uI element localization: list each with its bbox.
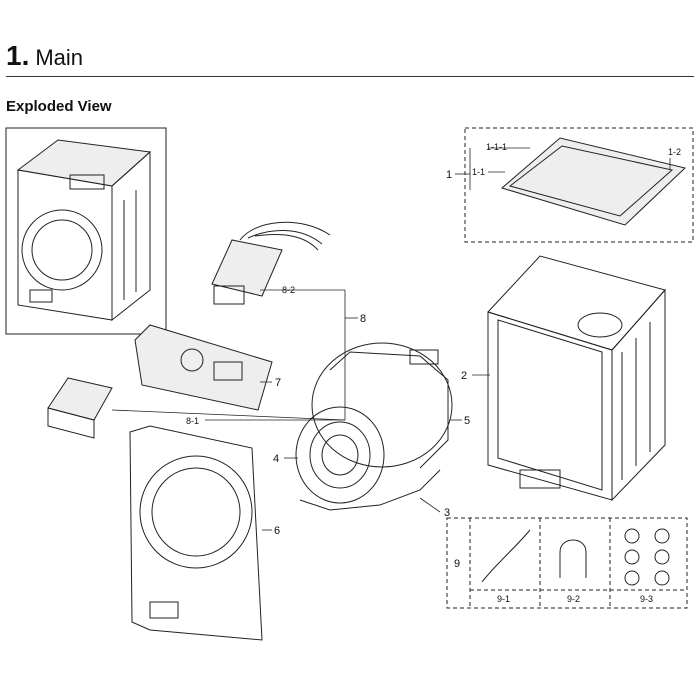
accessory-cap (654, 528, 670, 544)
inset-drain-cover (29, 289, 53, 303)
cabinet-side-panel (611, 288, 666, 502)
label-2: 2 (461, 370, 467, 382)
accessory-cap (624, 549, 640, 565)
cabinet-top-opening (487, 255, 666, 351)
tub-base-rim (299, 469, 441, 511)
top-plate-inner (508, 145, 674, 217)
part-7-control-panel (134, 324, 273, 411)
front-panel-filter-cover (149, 601, 179, 619)
front-panel-door-opening (139, 455, 253, 569)
heading-rule (6, 76, 694, 77)
tub-hose-fitting (409, 349, 439, 365)
part-5-tub-assembly (311, 342, 462, 469)
cabinet-base-rail (519, 469, 561, 489)
top-plate (500, 137, 687, 226)
label-1-1-1: 1-1-1 (486, 142, 507, 152)
tub-outer (311, 342, 453, 468)
label-9-3: 9-3 (640, 594, 653, 604)
accessory-cap (624, 528, 640, 544)
inset-side (111, 150, 151, 322)
dispenser-drawer-front (47, 407, 95, 439)
part-8-wiring-pcb (211, 221, 358, 420)
label-1: 1 (446, 169, 452, 181)
front-panel-body (129, 425, 263, 641)
section-title: Main (35, 45, 84, 70)
part-1-top-plate-group (455, 127, 694, 243)
inset-control-panel (69, 174, 105, 190)
part-6-front-panel (129, 425, 272, 641)
part-2-cabinet (472, 255, 666, 502)
part-9-accessories (446, 517, 688, 609)
exploded-view-subtitle: Exploded View (6, 98, 112, 115)
pcb-board (211, 239, 283, 297)
drum-mesh (309, 421, 371, 489)
label-8: 8 (360, 313, 366, 325)
part-3-tub-base (299, 469, 441, 513)
accessory-cap (624, 570, 640, 586)
inset-door-inner (31, 219, 93, 281)
section-number: 1. (6, 40, 30, 71)
accessory-cap (654, 570, 670, 586)
drum-front-ring (295, 406, 385, 504)
section-heading: 1. Main (6, 40, 83, 72)
label-5: 5 (464, 415, 470, 427)
label-1-2: 1-2 (668, 147, 681, 157)
assembled-washer-inset (5, 127, 167, 335)
accessory-cable-tie (481, 529, 531, 583)
label-4: 4 (273, 453, 279, 465)
label-8-2: 8-2 (282, 285, 295, 295)
part-8-1-dispenser-drawer (47, 377, 346, 439)
label-9-2: 9-2 (567, 594, 580, 604)
label-9: 9 (454, 558, 460, 570)
label-1-1: 1-1 (472, 167, 485, 177)
label-6: 6 (274, 525, 280, 537)
wiring-harness (239, 221, 331, 251)
control-panel-body (134, 324, 273, 411)
control-panel-display (213, 361, 243, 381)
tub-shell (329, 351, 449, 469)
cabinet-motor-mount (577, 312, 623, 338)
control-panel-knob (180, 348, 204, 372)
label-8-1: 8-1 (186, 416, 199, 426)
accessories-dashed-box (446, 517, 688, 609)
dispenser-drawer-top (47, 377, 113, 421)
accessory-hose-guide (559, 539, 587, 578)
cabinet-front-frame (487, 311, 613, 501)
label-9-1: 9-1 (497, 594, 510, 604)
inset-frame (5, 127, 167, 335)
inset-door-outer (21, 209, 103, 291)
inset-top-panel (16, 139, 152, 187)
part-4-drum-front (284, 406, 385, 504)
pcb-bracket (213, 285, 245, 305)
top-plate-dashed-box (464, 127, 694, 243)
accessory-cap (654, 549, 670, 565)
label-3: 3 (444, 507, 450, 519)
label-7: 7 (275, 377, 281, 389)
